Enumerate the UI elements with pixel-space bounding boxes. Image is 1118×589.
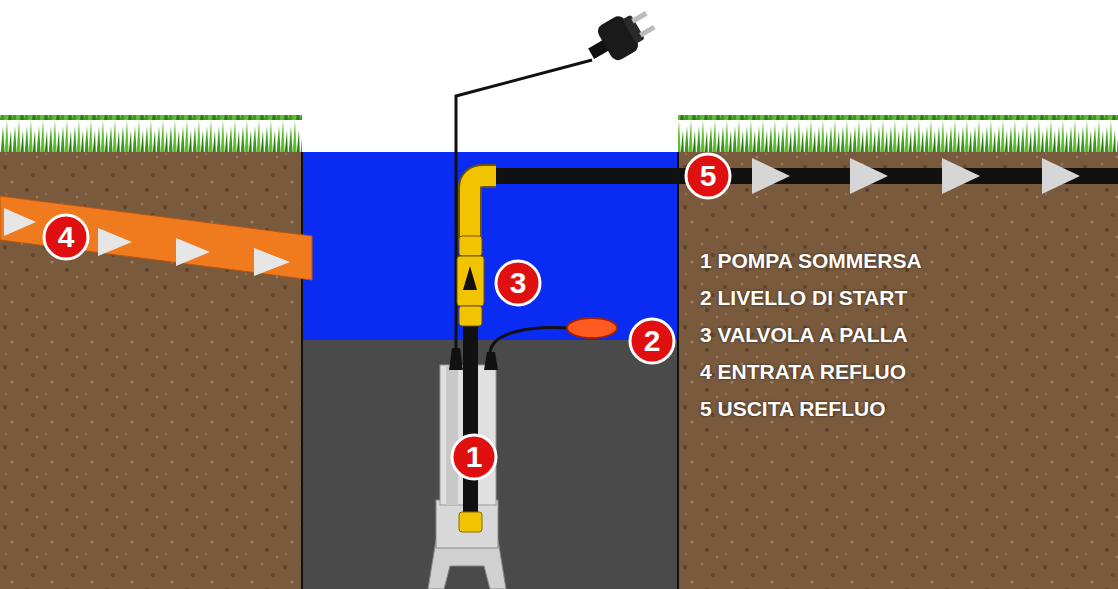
legend-text: 5 USCITA REFLUO bbox=[700, 397, 886, 421]
callout-circle bbox=[44, 154, 730, 479]
inlet-pipe bbox=[0, 196, 312, 280]
legend-text: 1 POMPA SOMMERSA bbox=[700, 249, 922, 273]
grass bbox=[0, 115, 302, 155]
callout-number: 1 bbox=[466, 442, 483, 472]
outlet-pipe bbox=[490, 168, 1118, 184]
callout-number: 4 bbox=[58, 222, 75, 252]
submersible-pump bbox=[428, 200, 506, 589]
float-switch bbox=[567, 318, 617, 338]
legend-text: 2 LIVELLO DI START bbox=[700, 286, 907, 310]
ball-valve bbox=[457, 256, 484, 306]
grass bbox=[678, 115, 1118, 155]
sludge bbox=[302, 340, 678, 589]
callout-number: 3 bbox=[510, 268, 527, 298]
soil bbox=[678, 152, 1118, 589]
legend-text: 3 VALVOLA A PALLA bbox=[700, 323, 908, 347]
pipe-elbow bbox=[470, 176, 496, 240]
float-cable bbox=[490, 328, 568, 354]
power-cable bbox=[456, 60, 592, 352]
callout-number: 2 bbox=[644, 326, 661, 356]
legend-text: 4 ENTRATA REFLUO bbox=[700, 360, 906, 384]
power-plug bbox=[581, 2, 660, 71]
callout-number: 5 bbox=[700, 161, 717, 191]
